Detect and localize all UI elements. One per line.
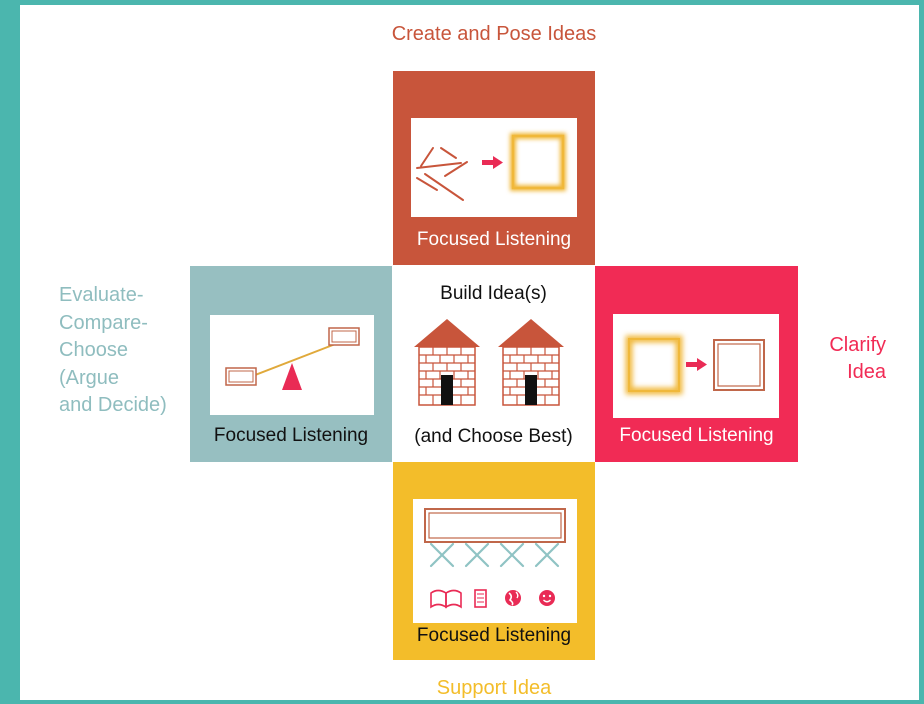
smiley-icon [539,590,555,606]
frame-left-border [0,0,20,704]
evaluate-illustration [210,315,374,415]
create-and-pose-label: Create and Pose Ideas [391,23,597,45]
evaluate-panel: Focused Listening [190,266,392,462]
evaluate-panel-caption: Focused Listening [213,425,369,446]
evaluate-compare-choose-label: Evaluate- Compare- Choose (Argue and Dec… [59,284,167,416]
support-idea-label: Support Idea [436,677,552,699]
support-panel-caption: Focused Listening [416,625,572,646]
clarify-illustration [613,314,779,418]
frame-bottom-border [0,700,924,704]
support-panel: Focused Listening [393,462,595,660]
build-panel-subtitle: (and Choose Best) [414,426,573,447]
book-icon [430,589,462,609]
brick-house-icon [414,319,480,407]
frame-right-border [919,0,924,704]
scattered-lines-to-frame-icon [416,133,566,201]
clarify-idea-label: Clarify Idea [829,334,886,383]
create-panel: Focused Listening [393,71,595,265]
brick-house-icon [498,319,564,407]
document-icon [474,589,487,608]
frame-top-border [0,0,924,5]
support-illustration [413,499,577,623]
create-panel-caption: Focused Listening [416,229,572,250]
seesaw-icon [225,327,360,390]
blurry-to-sharp-frame-icon [625,335,765,395]
clarify-panel-caption: Focused Listening [619,425,774,446]
supported-platform-icon [424,508,566,609]
build-panel-title: Build Idea(s) [440,283,547,304]
create-illustration [411,118,577,217]
build-panel: Build Idea(s) [392,266,595,462]
clarify-panel: Focused Listening [595,266,798,462]
globe-icon [505,590,521,606]
